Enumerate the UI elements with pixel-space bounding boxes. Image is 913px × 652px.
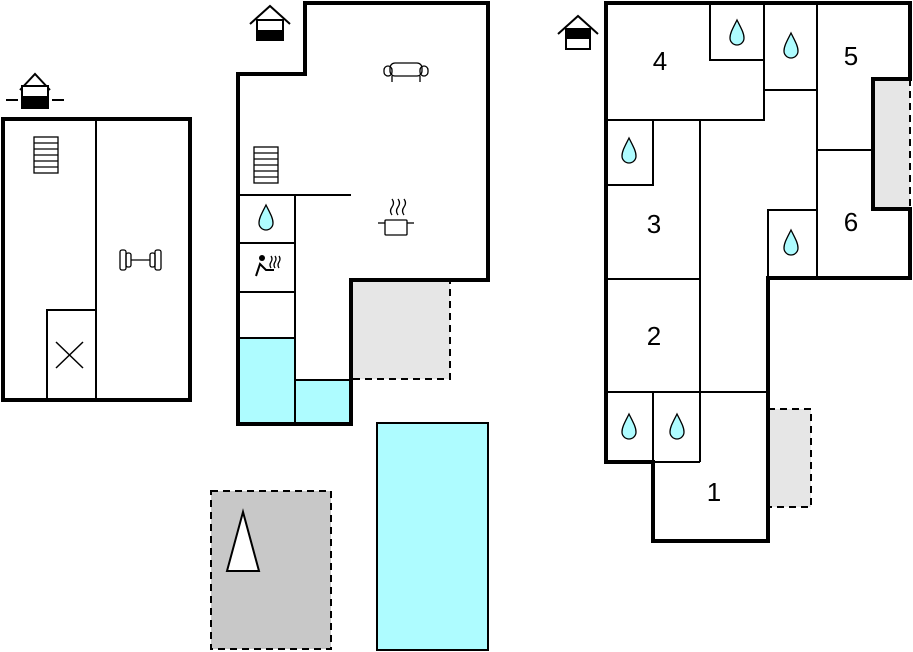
room-label: 4: [653, 46, 667, 76]
water-drop-icon: [729, 18, 745, 46]
upper-floor-level: 4 5 3 6 2 1: [557, 1, 912, 543]
house-ground-floor-icon: [249, 4, 291, 41]
water-drop-icon: [669, 412, 685, 440]
parking-arrow-icon: [225, 508, 261, 572]
basement-level: [1, 72, 192, 402]
house-basement-icon: [6, 72, 64, 109]
ground-floor-level: [236, 1, 490, 426]
cooking-pot-icon: [378, 198, 414, 236]
sauna-icon: [255, 255, 281, 277]
room-label: 3: [647, 209, 661, 239]
carport: [210, 490, 332, 650]
plunge-pool-2: [294, 379, 352, 425]
house-upper-floor-icon: [557, 14, 599, 50]
water-drop-icon: [783, 31, 799, 59]
room-label: 5: [844, 41, 858, 71]
technical-room: [46, 309, 97, 401]
terrace-upper-floor: [767, 408, 812, 508]
balcony: [873, 79, 910, 209]
stairs-icon: [33, 136, 59, 174]
water-drop-icon: [258, 203, 274, 231]
room-label: 1: [707, 477, 721, 507]
ground-floor-outline: [236, 1, 490, 426]
plunge-pool-1: [237, 337, 296, 425]
dumbbell-icon: [119, 249, 162, 271]
water-drop-icon: [621, 412, 637, 440]
water-drop-icon: [783, 228, 799, 256]
sofa-icon: [383, 62, 429, 82]
room-label: 2: [647, 321, 661, 351]
upper-floor-outline: [604, 1, 912, 543]
terrace-ground-floor: [350, 279, 451, 380]
room-label: 6: [844, 207, 858, 237]
water-drop-icon: [621, 136, 637, 164]
stairs-icon: [253, 146, 279, 184]
swimming-pool: [376, 422, 489, 651]
